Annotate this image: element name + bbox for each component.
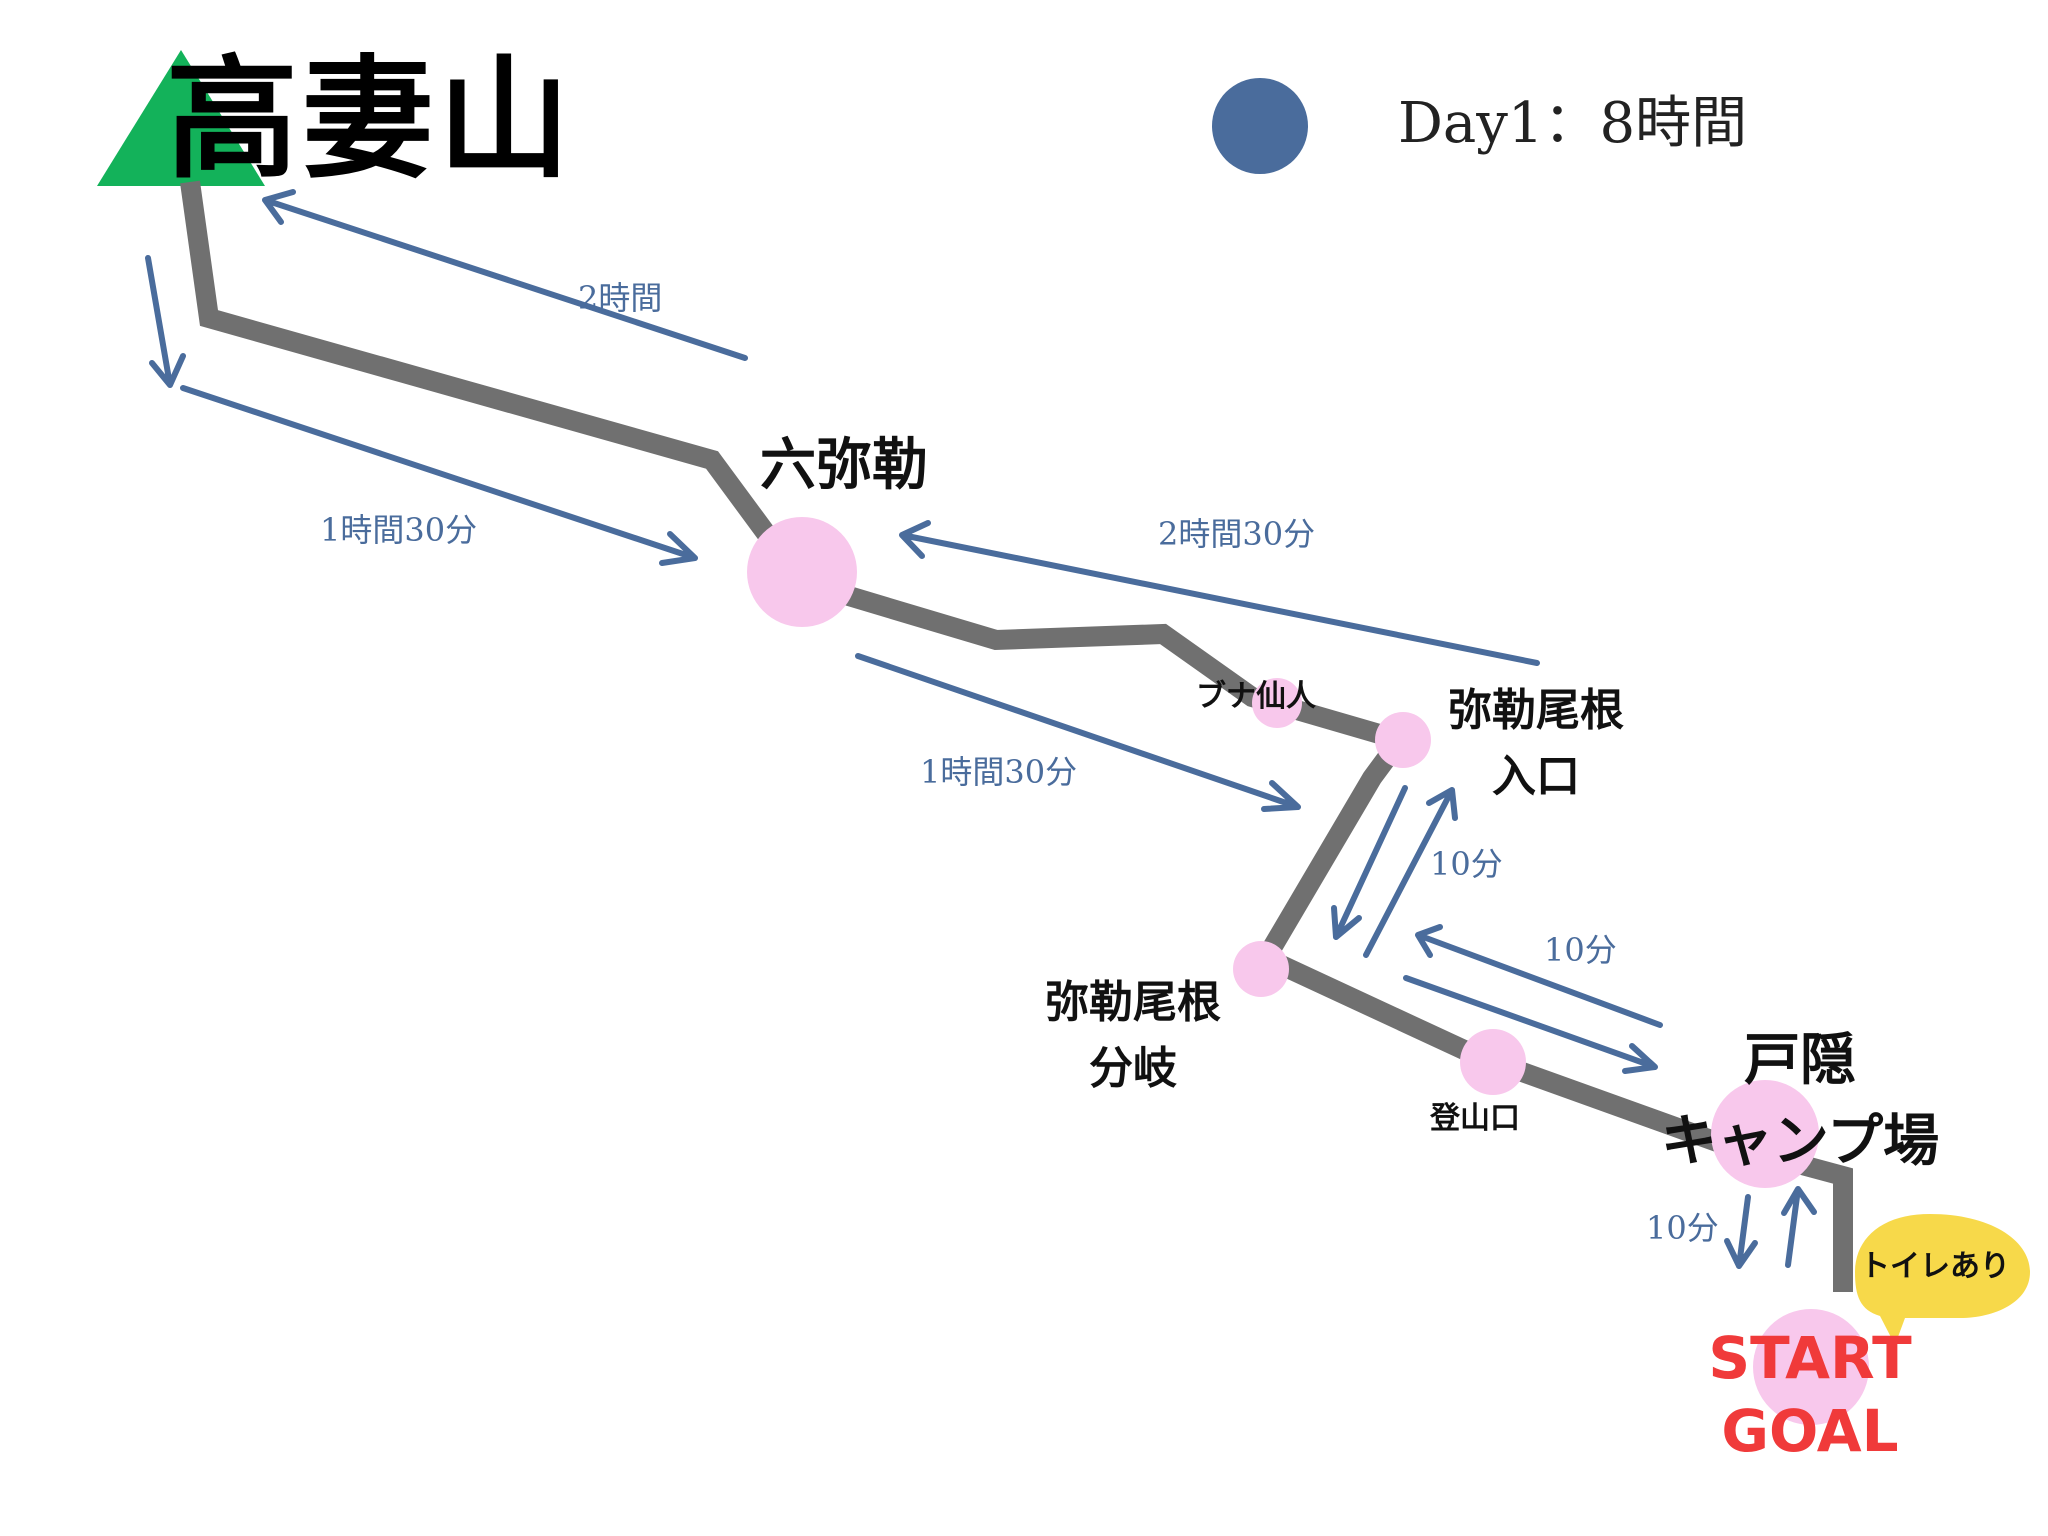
place-miroku-branch: 弥勒尾根 分岐 — [1033, 970, 1233, 1102]
time-camp-branch: 10分 — [1544, 931, 1617, 969]
arrow-entrance-to-branch — [1331, 785, 1408, 940]
arrow-branch-to-camp — [1403, 975, 1658, 1074]
time-entrance-to-rokumiroku: 2時間30分 — [1158, 515, 1316, 553]
arrow-rokumiroku-to-summit — [262, 189, 748, 361]
arrow-summit-down — [145, 255, 186, 388]
place-miroku-branch-line2: 分岐 — [1089, 1043, 1177, 1094]
waypoint-miroku-branch — [1233, 941, 1289, 997]
waypoint-trailhead — [1460, 1029, 1526, 1095]
route-line — [180, 180, 1853, 1292]
place-miroku-entrance-line2: 入口 — [1492, 751, 1580, 802]
place-miroku-entrance-line1: 弥勒尾根 — [1448, 685, 1624, 736]
arrow-branch-to-entrance — [1363, 787, 1458, 958]
arrow-start-to-camp — [1781, 1186, 1817, 1268]
arrow-camp-to-start — [1724, 1194, 1758, 1269]
time-summit-to-rokumiroku: 1時間30分 — [320, 511, 478, 549]
time-start-camp: 10分 — [1646, 1209, 1719, 1247]
toilet-note: トイレあり — [1860, 1249, 2010, 1284]
summit-triangle-icon — [97, 50, 265, 186]
waypoint-miroku-entrance — [1375, 712, 1431, 768]
start-label: START — [1708, 1324, 1912, 1392]
start-goal-label: START GOAL — [1700, 1322, 1920, 1467]
time-rokumiroku-to-summit: 2時間 — [578, 279, 663, 317]
time-branch-entrance: 10分 — [1430, 845, 1503, 883]
waypoint-campsite — [1711, 1080, 1819, 1188]
place-buna-sennin: ブナ仙人 — [1196, 679, 1316, 714]
day1-dot-icon — [1212, 78, 1308, 174]
place-trailhead: 登山口 — [1430, 1101, 1520, 1136]
place-campsite: 戸隠 キャンプ場 — [1640, 1020, 1960, 1182]
arrow-summit-to-rokumiroku — [180, 385, 698, 566]
place-campsite-line1: 戸隠 — [1744, 1028, 1856, 1093]
place-miroku-entrance: 弥勒尾根 入口 — [1436, 678, 1636, 810]
arrow-rokumiroku-to-entrance — [855, 653, 1301, 812]
place-miroku-branch-line1: 弥勒尾根 — [1045, 977, 1221, 1028]
goal-label: GOAL — [1721, 1396, 1899, 1465]
toilet-bubble — [1855, 1214, 2030, 1345]
time-rokumiroku-to-entrance: 1時間30分 — [920, 753, 1078, 791]
page-title: 高妻山 — [166, 43, 574, 197]
place-rokumiroku: 六弥勒 — [760, 433, 928, 498]
arrow-camp-to-branch — [1415, 924, 1663, 1028]
waypoint-buna-sennin — [1252, 678, 1302, 728]
waypoint-rokumiroku — [747, 517, 857, 627]
legend-label: Day1：8時間 — [1398, 91, 1748, 156]
waypoint-start — [1753, 1309, 1869, 1425]
arrow-entrance-to-rokumiroku — [899, 520, 1540, 666]
place-campsite-line2: キャンプ場 — [1660, 1109, 1940, 1175]
